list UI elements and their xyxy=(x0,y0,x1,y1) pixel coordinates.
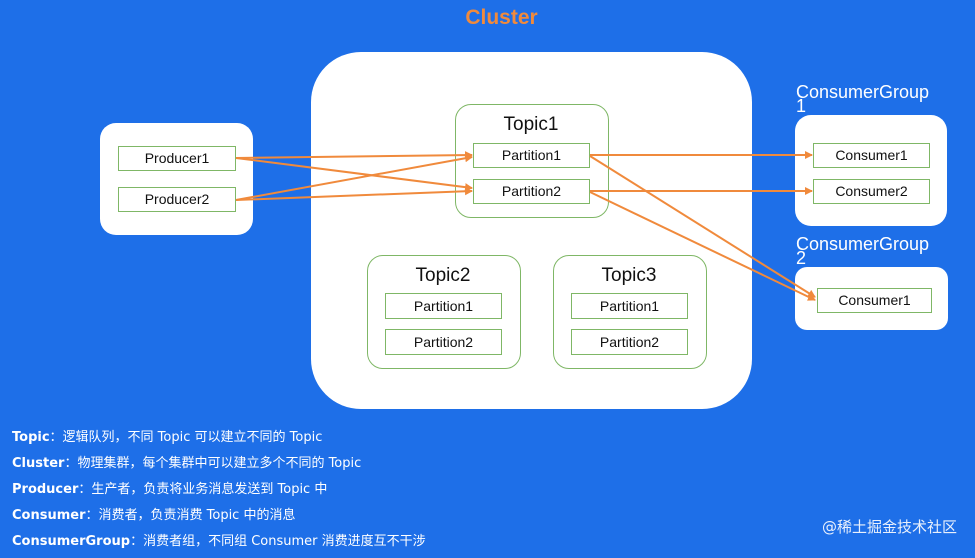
arrow-producer1-partition1 xyxy=(235,151,473,160)
arrow-producer2-partition2 xyxy=(235,187,473,201)
consumer-group2-label: ConsumerGroup 2 xyxy=(796,234,930,268)
topic1-partition1: Partition1 xyxy=(473,143,590,168)
arrow-producer2-partition1 xyxy=(235,154,473,201)
consumer-group1-label: ConsumerGroup 1 xyxy=(796,82,930,116)
consumer-group1-panel xyxy=(795,115,947,226)
producer-2: Producer2 xyxy=(118,187,236,212)
topic3-partition1: Partition1 xyxy=(571,293,688,319)
topic1-title: Topic1 xyxy=(503,114,559,135)
legend-consumer: Consumer：消费者，负责消费 Topic 中的消息 xyxy=(12,508,296,523)
legend-producer: Producer：生产者，负责将业务消息发送到 Topic 中 xyxy=(12,482,328,497)
producer-panel xyxy=(100,123,253,235)
legend-topic: Topic：逻辑队列，不同 Topic 可以建立不同的 Topic xyxy=(12,430,323,445)
legend-consumer-group: ConsumerGroup：消费者组，不同组 Consumer 消费进度互不干涉 xyxy=(12,534,426,549)
topic2-partition2: Partition2 xyxy=(385,329,502,355)
group1-consumer1: Consumer1 xyxy=(813,143,930,168)
arrow-producer1-partition2 xyxy=(235,157,473,192)
topic1-partition2: Partition2 xyxy=(473,179,590,204)
group2-consumer1: Consumer1 xyxy=(817,288,932,313)
topic3-title: Topic3 xyxy=(601,265,657,286)
watermark: @稀土掘金技术社区 xyxy=(821,518,957,536)
arrow-partition1-group2 xyxy=(589,155,816,298)
topic2-partition1: Partition1 xyxy=(385,293,502,319)
topic3-partition2: Partition2 xyxy=(571,329,688,355)
diagram-title: Cluster xyxy=(465,6,538,29)
producer-1: Producer1 xyxy=(118,146,236,171)
group1-consumer2: Consumer2 xyxy=(813,179,930,204)
arrow-partition2-group2 xyxy=(589,191,816,301)
legend-cluster: Cluster：物理集群，每个集群中可以建立多个不同的 Topic xyxy=(12,456,362,471)
topic2-title: Topic2 xyxy=(415,265,471,286)
